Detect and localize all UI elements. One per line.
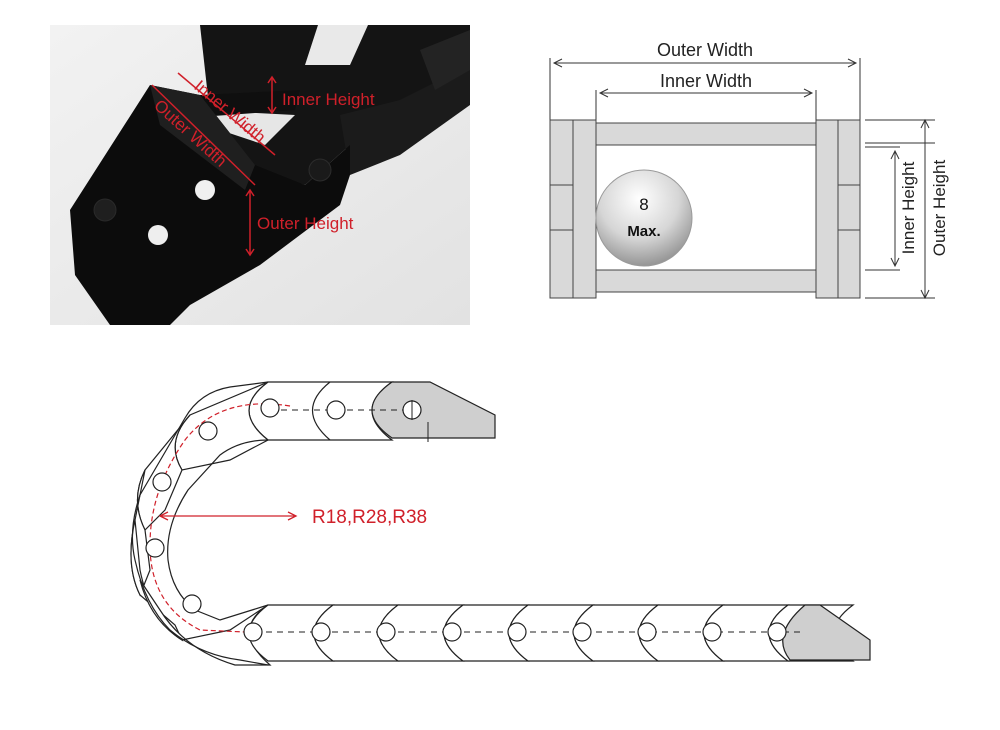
next-link-top: [420, 30, 470, 90]
next-link: [340, 65, 470, 175]
pin-boss-right: [308, 158, 332, 182]
ball-unit: Max.: [627, 223, 660, 240]
inner-opening: [200, 110, 295, 145]
bending-radius-drawing: R18,R28,R38: [130, 381, 871, 666]
crossbar: [200, 90, 300, 117]
chain-photo-drawing: Inner Height Inner Width Outer Width Out…: [50, 25, 470, 325]
link-hole-upper: [195, 180, 215, 200]
curve-link-1: [174, 381, 270, 471]
upper-end-bracket: [371, 381, 496, 439]
photo-annotations: [151, 72, 277, 257]
inner-width-arrow: [177, 72, 276, 156]
near-side-wall: [70, 85, 350, 325]
photo-inner-height-label: Inner Height: [282, 90, 375, 109]
top-face: [150, 85, 255, 190]
cross-section: 8 Max. Outer Width Inner Width Inner Hei…: [540, 30, 960, 305]
link-hole-lower: [148, 225, 168, 245]
far-side-wall: [200, 25, 470, 185]
neutral-axis-arc: [149, 403, 291, 633]
lower-run: [248, 604, 855, 662]
max-cable-ball: [595, 169, 693, 267]
outer-width-label: Outer Width: [657, 40, 753, 60]
bottom-crossbar: [595, 269, 817, 293]
pin-holes: [145, 398, 787, 642]
lower-end-bracket: [782, 604, 871, 661]
top-crossbar: [595, 122, 817, 146]
bending-radius-diagram: R18,R28,R38: [0, 330, 1000, 725]
curve-link-5: [139, 579, 272, 666]
curved-section: [130, 381, 272, 666]
photo-outer-height-label: Outer Height: [257, 214, 354, 233]
ball-value: 8: [639, 195, 648, 214]
cross-section-drawing: 8 Max. Outer Width Inner Width Inner Hei…: [549, 40, 949, 300]
outer-height-label: Outer Height: [930, 160, 949, 257]
inner-height-label: Inner Height: [899, 161, 918, 254]
radius-arrow: [158, 511, 298, 521]
inner-width-label: Inner Width: [660, 71, 752, 91]
outer-width-arrow: [151, 84, 256, 186]
chain-photo: Inner Height Inner Width Outer Width Out…: [50, 25, 470, 325]
pin-boss: [93, 198, 117, 222]
radius-label: R18,R28,R38: [312, 507, 427, 528]
top-opening: [305, 25, 368, 65]
